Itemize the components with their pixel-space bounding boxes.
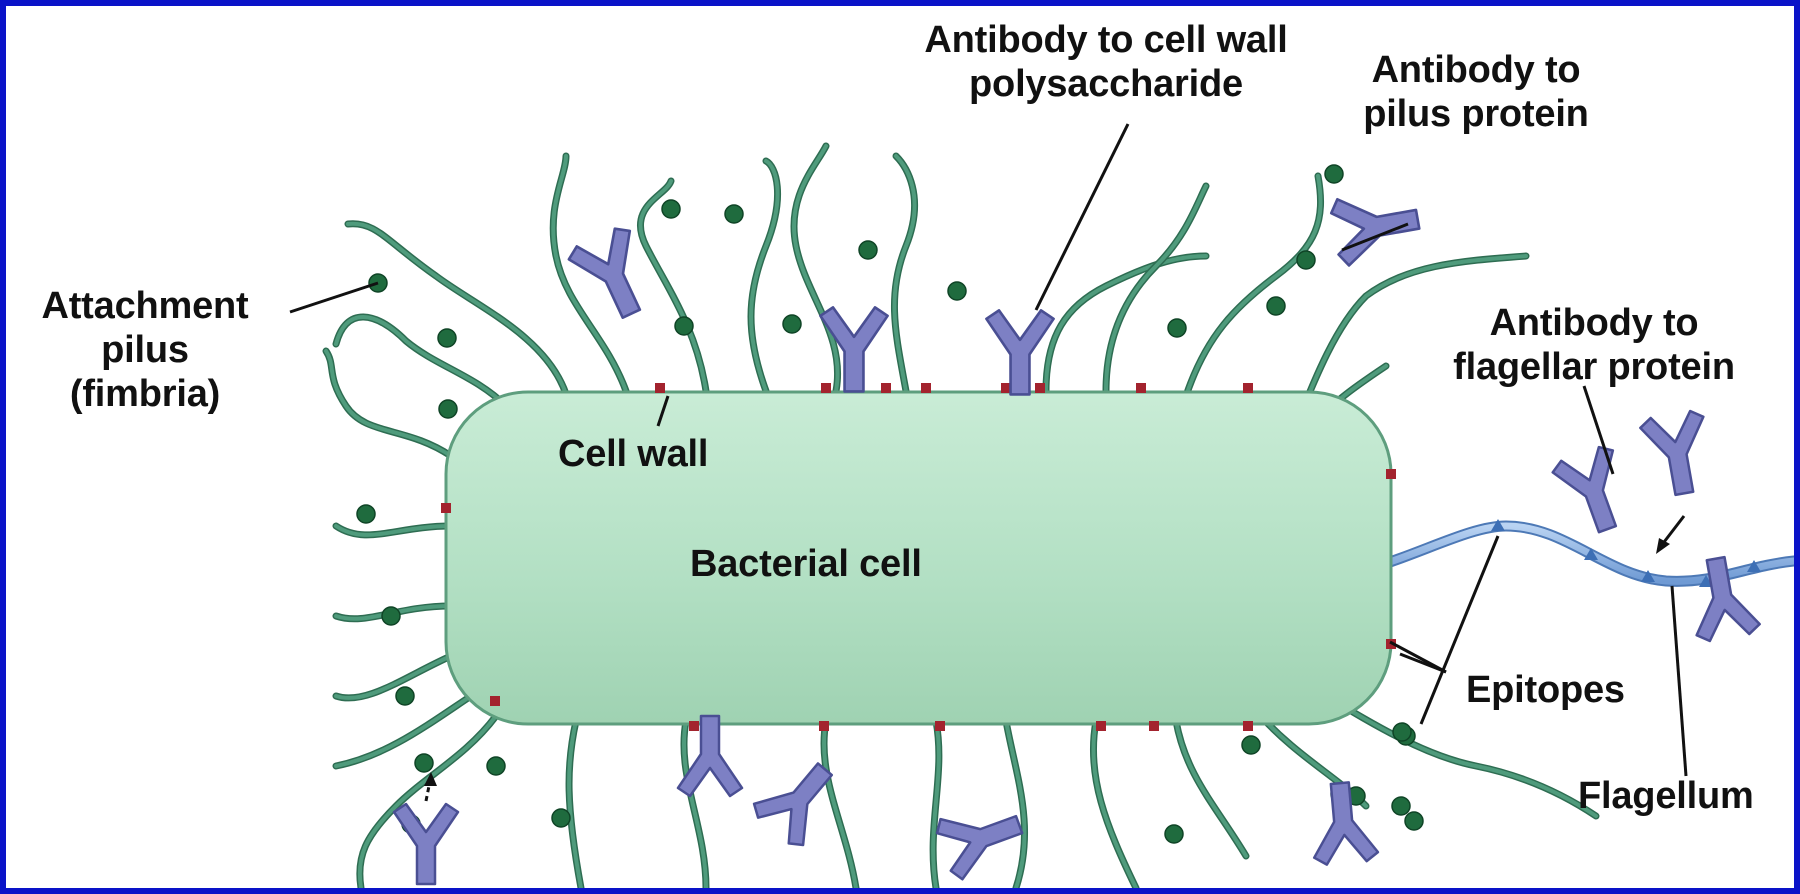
pilus-epitope-bead: [1392, 797, 1410, 815]
label-line: Attachment: [10, 284, 280, 328]
cell-wall-epitope: [1149, 721, 1159, 731]
bacterium-diagram: [6, 6, 1794, 888]
arrow-head-icon: [1656, 538, 1670, 554]
pilus-epitope-bead: [439, 400, 457, 418]
pilus-epitope-bead: [783, 315, 801, 333]
pilus: [336, 317, 506, 406]
pilus-epitope-bead: [1168, 319, 1186, 337]
pilus-outline: [336, 317, 506, 406]
label-antibody-to-flagellar-protein: Antibody to flagellar protein: [1424, 301, 1764, 389]
cell-wall-epitope: [1136, 383, 1146, 393]
cell-wall-epitope: [689, 721, 699, 731]
pilus-epitope-bead: [396, 687, 414, 705]
pilus-epitope-bead: [1325, 165, 1343, 183]
pilus-outline: [336, 696, 471, 766]
label-flagellum: Flagellum: [1578, 774, 1754, 818]
pilus: [794, 146, 838, 391]
pilus-epitope-bead: [725, 205, 743, 223]
pilus: [1186, 176, 1321, 396]
cell-wall-epitope: [1386, 469, 1396, 479]
pilus-epitope-bead: [675, 317, 693, 335]
pilus: [1106, 186, 1206, 391]
cell-wall-epitope: [935, 721, 945, 731]
antibody-body: [394, 804, 458, 884]
cell-wall-epitope: [441, 503, 451, 513]
pilus: [751, 161, 778, 391]
label-antibody-to-pilus-protein: Antibody to pilus protein: [1326, 48, 1626, 136]
pilus-epitope-bead: [415, 754, 433, 772]
pilus-epitope-bead: [859, 241, 877, 259]
pilus-outline: [1326, 696, 1596, 816]
cell-wall-epitope: [1096, 721, 1106, 731]
antibody-body: [820, 307, 887, 391]
cell-wall-epitope: [821, 383, 831, 393]
y-shaped-antibody-icon: [1639, 409, 1716, 499]
pilus-outline: [1186, 176, 1321, 396]
antibody-body: [1329, 186, 1423, 267]
y-shaped-antibody-icon: [1550, 443, 1638, 540]
cell-wall-epitope: [881, 383, 891, 393]
cell-wall-epitope: [655, 383, 665, 393]
label-line: flagellar protein: [1424, 345, 1764, 389]
pilus: [1176, 721, 1246, 856]
pilus: [336, 656, 451, 698]
y-shaped-antibody-icon: [394, 804, 458, 884]
pilus-epitope-bead: [1165, 825, 1183, 843]
pilus-epitope-bead: [438, 329, 456, 347]
label-line: Antibody to: [1326, 48, 1626, 92]
leader-line: [1390, 642, 1446, 672]
label-epitopes: Epitopes: [1466, 668, 1625, 712]
label-bacterial-cell: Bacterial cell: [690, 542, 922, 586]
antibody-body: [1639, 409, 1716, 499]
pilus-epitope-bead: [1242, 736, 1260, 754]
antibody-body: [1308, 780, 1379, 865]
antibody-body: [933, 795, 1030, 883]
y-shaped-antibody-icon: [933, 795, 1030, 883]
y-shaped-antibody-icon: [1308, 780, 1379, 865]
pilus-epitope-bead: [1267, 297, 1285, 315]
label-antibody-to-cell-wall-polysaccharide: Antibody to cell wall polysaccharide: [876, 18, 1336, 106]
cell-wall-epitope: [921, 383, 931, 393]
label-line: Antibody to cell wall: [876, 18, 1336, 62]
pilus: [824, 721, 856, 888]
pilus-epitope-bead: [948, 282, 966, 300]
pilus-epitope-bead: [1405, 812, 1423, 830]
pilus-epitope-bead: [552, 809, 570, 827]
cell-wall-epitope: [1243, 383, 1253, 393]
pilus-epitope-bead: [382, 607, 400, 625]
label-line: (fimbria): [10, 372, 280, 416]
pilus-epitope-bead: [487, 757, 505, 775]
y-shaped-antibody-icon: [1329, 186, 1423, 267]
leader-line: [290, 283, 378, 312]
pilus: [326, 351, 451, 456]
cell-wall-epitope: [1035, 383, 1045, 393]
label-line: pilus: [10, 328, 280, 372]
cell-wall-epitope: [819, 721, 829, 731]
label-line: pilus protein: [1326, 92, 1626, 136]
cell-wall-epitope: [1243, 721, 1253, 731]
diagram-frame: Antibody to cell wall polysaccharide Ant…: [6, 6, 1794, 888]
cell-wall-epitope: [490, 696, 500, 706]
label-line: Antibody to: [1424, 301, 1764, 345]
pilus-epitope-bead: [357, 505, 375, 523]
pilus-epitope-bead: [662, 200, 680, 218]
label-line: polysaccharide: [876, 62, 1336, 106]
pilus: [1326, 696, 1596, 816]
antibody-body: [1550, 443, 1638, 540]
pilus: [1093, 721, 1136, 888]
flagellum-group: [1390, 519, 1794, 587]
pilus-epitope-bead: [1393, 723, 1411, 741]
y-shaped-antibody-icon: [820, 307, 887, 391]
pilus-epitope-bead: [1297, 251, 1315, 269]
leader-line: [1672, 586, 1686, 776]
label-cell-wall: Cell wall: [558, 432, 708, 476]
label-attachment-pilus: Attachment pilus (fimbria): [10, 284, 280, 416]
